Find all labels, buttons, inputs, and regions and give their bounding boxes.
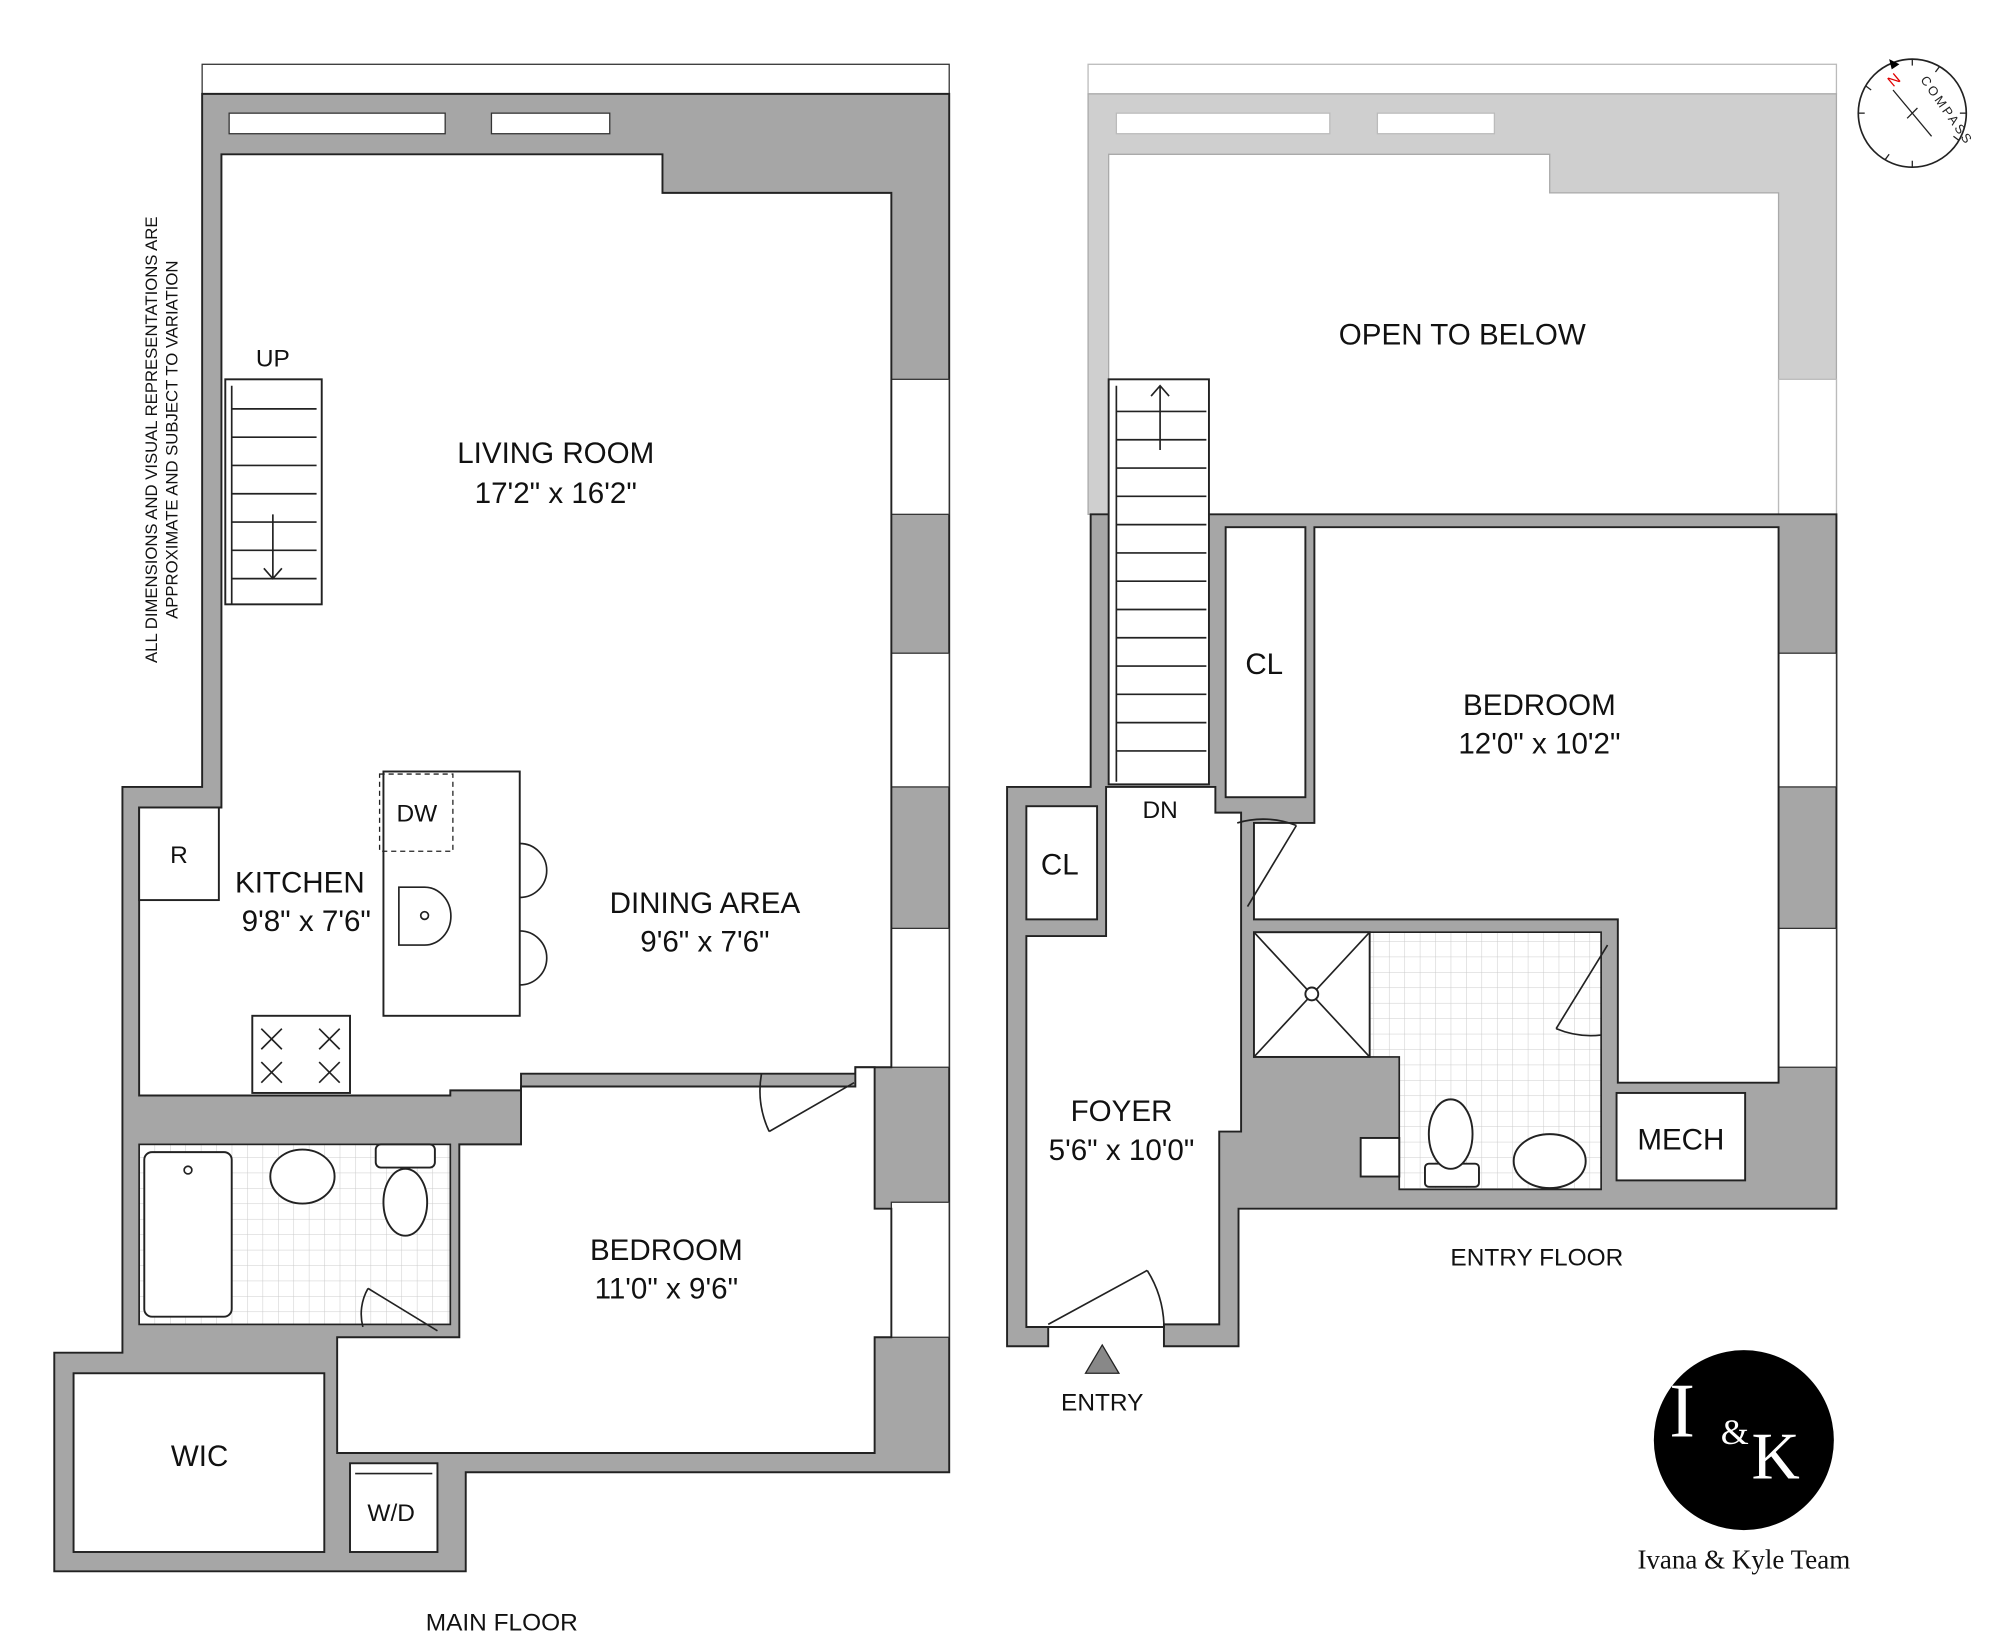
- door-bath-entry[interactable]: [1555, 944, 1609, 1037]
- bedroom-main-name: BEDROOM: [590, 1234, 743, 1267]
- living-room-name: LIVING ROOM: [457, 437, 654, 470]
- disclaimer: ALL DIMENSIONS AND VISUAL REPRESENTATION…: [142, 217, 182, 663]
- wic-label: WIC: [171, 1440, 228, 1473]
- bedroom-main: [336, 1066, 893, 1454]
- svg-text:I: I: [1669, 1367, 1695, 1453]
- dining-name: DINING AREA: [610, 887, 801, 920]
- living-room: [138, 153, 893, 1097]
- wd-label: W/D: [367, 1500, 414, 1527]
- bedroom-entry-name: BEDROOM: [1463, 689, 1616, 722]
- range: [251, 1014, 351, 1094]
- toilet-entry: [1427, 1098, 1474, 1170]
- fridge: [138, 806, 220, 902]
- closet-bedroom-label: CL: [1245, 648, 1283, 681]
- bedroom-main-dims: 11'0" x 9'6": [595, 1273, 739, 1306]
- door-bath[interactable]: [360, 1287, 438, 1332]
- door-bedroom[interactable]: [759, 1073, 855, 1133]
- open-to-below-label: OPEN TO BELOW: [1339, 319, 1586, 352]
- svg-text:APPROXIMATE AND SUBJECT TO VAR: APPROXIMATE AND SUBJECT TO VARIATION: [163, 261, 182, 619]
- svg-text:&: &: [1721, 1412, 1749, 1452]
- dining-dims: 9'6" x 7'6": [640, 926, 769, 959]
- stairs-entry: [1107, 378, 1210, 786]
- mech-label: MECH: [1637, 1124, 1724, 1157]
- foyer-name: FOYER: [1071, 1095, 1173, 1128]
- kitchen-island: [382, 770, 521, 1017]
- toilet: [382, 1167, 429, 1237]
- entry-floor-plan: OPEN TO BELOW BEDROOM 12'0" x 10'2" FOYE…: [1006, 63, 1838, 1417]
- svg-text:K: K: [1752, 1420, 1800, 1494]
- living-room-dims: 17'2" x 16'2": [475, 477, 637, 510]
- bath-sink: [269, 1148, 336, 1205]
- sink-entry: [1512, 1133, 1587, 1190]
- bathtub: [143, 1151, 233, 1318]
- washer-dryer-closet: [349, 1462, 439, 1553]
- dn-label: DN: [1142, 797, 1177, 824]
- fridge-label: R: [170, 842, 188, 869]
- brand-logo: I & K: [1653, 1350, 1834, 1531]
- closet-foyer-label: CL: [1041, 848, 1079, 881]
- stairs-main: [224, 378, 323, 606]
- walk-in-closet: [72, 1372, 326, 1553]
- compass-icon: N COMPASS: [1857, 58, 1976, 168]
- door-bedroom-entry[interactable]: [1236, 818, 1298, 907]
- closet-foyer: [1025, 805, 1099, 921]
- foyer-dims: 5'6" x 10'0": [1049, 1134, 1195, 1167]
- door-entry[interactable]: [1047, 1269, 1165, 1326]
- stool: [519, 842, 548, 899]
- sink: [398, 886, 452, 946]
- svg-text:ALL DIMENSIONS AND VISUAL REPR: ALL DIMENSIONS AND VISUAL REPRESENTATION…: [142, 217, 161, 663]
- stool: [519, 930, 548, 986]
- team-name: Ivana & Kyle Team: [1637, 1545, 1850, 1575]
- mech-room: [1615, 1091, 1747, 1182]
- main-floor-label: MAIN FLOOR: [426, 1609, 578, 1633]
- up-label: UP: [256, 345, 290, 372]
- foyer: [1025, 785, 1243, 1328]
- closet-bedroom: [1224, 526, 1307, 799]
- bedroom-entry-dims: 12'0" x 10'2": [1458, 727, 1620, 760]
- shower: [1252, 931, 1371, 1058]
- entry-marker-icon: [1084, 1343, 1121, 1374]
- bedroom-entry: [1252, 526, 1780, 1084]
- kitchen-name: KITCHEN: [235, 866, 365, 899]
- main-floor-plan: UP LIVING ROOM 17'2" x 16'2" KITCHEN 9'8…: [53, 63, 951, 1633]
- dw-label: DW: [397, 801, 438, 828]
- entry-label: ENTRY: [1061, 1390, 1143, 1417]
- dishwasher: [378, 773, 454, 852]
- entry-floor-label: ENTRY FLOOR: [1450, 1244, 1623, 1271]
- kitchen-dims: 9'8" x 7'6": [242, 905, 371, 938]
